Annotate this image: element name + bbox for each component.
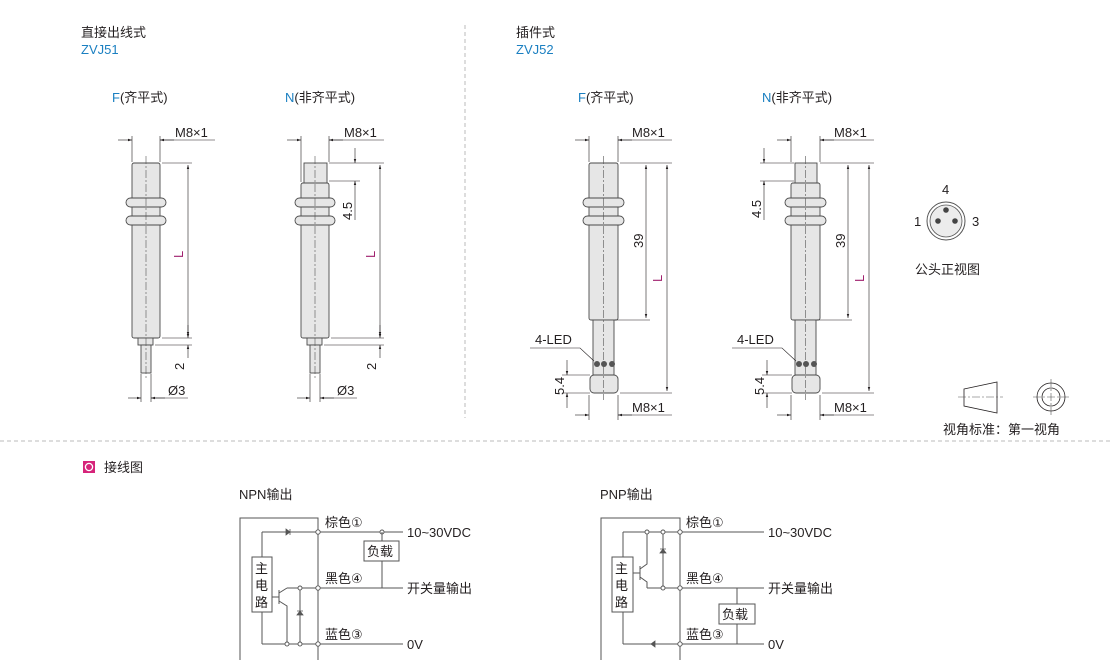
first-angle-projection-symbol: 视角标准：第一视角	[943, 379, 1069, 437]
zero-volt-label: 0V	[768, 637, 784, 652]
body-dim: 39	[631, 234, 646, 248]
zero-volt-label: 0V	[407, 637, 423, 652]
wiring-title: 接线图	[104, 460, 143, 475]
connector-caption: 公头正视图	[915, 262, 980, 277]
thread-dim: M8×1	[344, 125, 377, 140]
pnp-title: PNP输出	[600, 487, 653, 502]
thread-dim: M8×1	[175, 125, 208, 140]
connector-dim: 5.4	[552, 377, 567, 395]
direct-model: ZVJ51	[81, 42, 119, 57]
led-label: 4-LED	[737, 332, 774, 347]
body-dim: 39	[833, 234, 848, 248]
sensor-zvj51-f: M8×1 L 2 Ø3	[118, 125, 215, 402]
load-label: 负载	[367, 544, 393, 559]
main-circuit-char: 电	[255, 578, 268, 593]
thread-dim: M8×1	[834, 125, 867, 140]
pin-3	[952, 218, 958, 224]
black-wire-label: 黑色④	[686, 571, 724, 586]
thread-dim-bottom: M8×1	[834, 400, 867, 415]
brown-wire-label: 棕色①	[325, 515, 363, 530]
pin-label-4: 4	[942, 182, 949, 197]
transistor-icon	[633, 532, 648, 588]
projection-caption: 视角标准：第一视角	[943, 422, 1060, 437]
stub-dim: 2	[172, 363, 187, 370]
stub-dim: 2	[364, 363, 379, 370]
main-circuit-char: 主	[255, 561, 268, 576]
blue-wire-label: 蓝色③	[325, 627, 363, 642]
blue-wire-label: 蓝色③	[686, 627, 724, 642]
thread-dim: M8×1	[632, 125, 665, 140]
diode-icon	[296, 610, 304, 616]
sensor-zvj52-f: M8×1 39 L 5.4 4-LED M8×1	[530, 125, 672, 420]
black-wire-label: 黑色④	[325, 571, 363, 586]
supply-label: 10~30VDC	[768, 525, 832, 540]
pnp-wiring-diagram: PNP输出 主 电 路 负载 棕色① 黑色④ 蓝色③ 10~30VDC 开关量输…	[600, 487, 833, 660]
led-label: 4-LED	[535, 332, 572, 347]
label-n-direct: N(非齐平式)	[285, 90, 355, 105]
load-box	[363, 540, 400, 562]
label-f-direct: F(齐平式)	[112, 90, 168, 105]
connector-front-view: 4 1 3 公头正视图	[914, 182, 980, 277]
pin-4	[943, 207, 949, 213]
sensor-zvj51-n: M8×1 4.5 L 2 Ø3	[287, 125, 384, 402]
label-n-plugin: N(非齐平式)	[762, 90, 832, 105]
npn-title: NPN输出	[239, 487, 292, 502]
load-box	[718, 603, 756, 625]
connector-dim: 5.4	[752, 377, 767, 395]
pin-label-1: 1	[914, 214, 921, 229]
load-label: 负载	[722, 607, 748, 622]
cable-diameter-dim: Ø3	[337, 383, 354, 398]
output-label: 开关量输出	[407, 581, 472, 596]
brown-wire-label: 棕色①	[686, 515, 724, 530]
main-circuit-char: 主	[615, 561, 628, 576]
transistor-icon	[272, 587, 288, 644]
length-dim: L	[852, 275, 867, 282]
length-dim: L	[363, 251, 378, 258]
diode-icon	[659, 548, 667, 554]
pin-label-3: 3	[972, 214, 979, 229]
direct-title: 直接出线式	[81, 25, 146, 40]
label-f-plugin: F(齐平式)	[578, 90, 634, 105]
npn-wiring-diagram: NPN输出 主 电 路 负载 棕色① 黑色④ 蓝色③ 10~30VDC 开关量输…	[239, 487, 472, 660]
length-dim: L	[171, 251, 186, 258]
supply-label: 10~30VDC	[407, 525, 471, 540]
thread-dim-bottom: M8×1	[632, 400, 665, 415]
sensor-zvj52-n: M8×1 4.5 39 L 5.4 4-LED M8×1	[732, 125, 874, 420]
plugin-title: 插件式	[516, 25, 555, 40]
output-label: 开关量输出	[768, 581, 833, 596]
length-dim: L	[650, 275, 665, 282]
cap-dim: 4.5	[340, 202, 355, 220]
main-circuit-char: 路	[615, 595, 628, 610]
plugin-model: ZVJ52	[516, 42, 554, 57]
cap-dim: 4.5	[749, 200, 764, 218]
main-circuit-char: 路	[255, 595, 268, 610]
cable-diameter-dim: Ø3	[168, 383, 185, 398]
pin-1	[935, 218, 941, 224]
main-circuit-char: 电	[615, 578, 628, 593]
